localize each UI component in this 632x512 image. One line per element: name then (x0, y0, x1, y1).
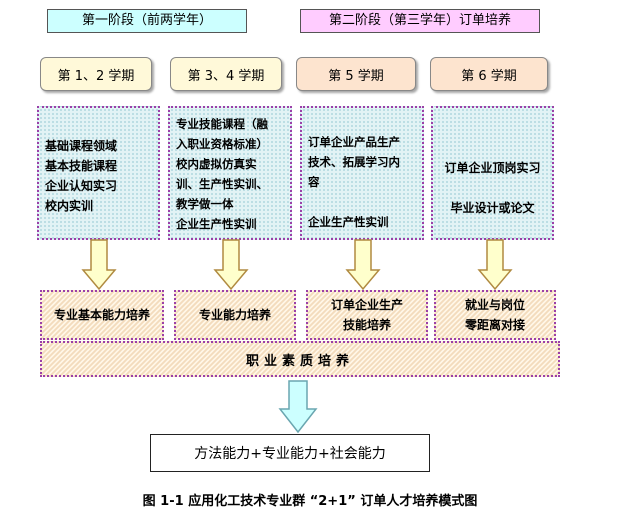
caption-label: 图 1-1 应用化工技术专业群 “2+1” 订单人才培养模式图 (142, 494, 478, 509)
ability-1-line-1: 专业基本能力培养 (53, 308, 150, 322)
content-4-line-1 (439, 138, 546, 158)
semester-1-box: 第 1、2 学期 (40, 57, 152, 91)
arrow-down-4 (477, 239, 513, 291)
content-3-line-1: 订单企业产品生产 (308, 135, 400, 149)
arrow-down-1 (81, 239, 117, 291)
stage-2-label: 第二阶段（第三学年）订单培养 (328, 13, 511, 28)
content-box-4: 订单企业顶岗实习 毕业设计或论文 (431, 106, 554, 240)
ability-box-4: 就业与岗位 零距离对接 (434, 290, 556, 340)
content-box-1: 基础课程领域 基本技能课程 企业认知实习 校内实训 (37, 106, 160, 240)
content-2-line-6: 企业生产性实训 (176, 217, 257, 231)
stage-1-label: 第一阶段（前两学年） (81, 13, 212, 28)
ability-3-line-2: 技能培养 (342, 318, 391, 332)
semester-3-box: 第 5 学期 (296, 57, 416, 91)
quality-bar: 职业素质培养 (40, 341, 560, 377)
content-2-line-1: 专业技能课程（融 (176, 117, 268, 131)
ability-box-1: 专业基本能力培养 (40, 290, 164, 340)
semester-4-box: 第 6 学期 (430, 57, 548, 91)
ability-3-line-1: 订单企业生产 (330, 298, 403, 312)
result-label: 方法能力+专业能力+社会能力 (194, 446, 386, 462)
content-2-line-2: 入职业资格标准） (176, 137, 268, 151)
content-box-3: 订单企业产品生产 技术、拓展学习内 容 企业生产性实训 (300, 106, 424, 240)
content-3-line-2: 技术、拓展学习内 (308, 155, 400, 169)
stage-2-box: 第二阶段（第三学年）订单培养 (300, 9, 540, 33)
content-4-line-3 (439, 178, 546, 198)
semester-2-label: 第 3、4 学期 (187, 68, 265, 84)
ability-box-2: 专业能力培养 (174, 290, 296, 340)
content-2-line-4: 训、生产性实训、 (176, 177, 268, 191)
arrow-down-main (278, 380, 318, 434)
stage-1-box: 第一阶段（前两学年） (47, 9, 247, 33)
ability-2-line-1: 专业能力培养 (198, 308, 271, 322)
content-2-line-3: 校内虚拟仿真实 (176, 157, 257, 171)
semester-3-label: 第 5 学期 (328, 68, 384, 84)
figure-caption: 图 1-1 应用化工技术专业群 “2+1” 订单人才培养模式图 (100, 490, 520, 510)
ability-box-3: 订单企业生产 技能培养 (306, 290, 428, 340)
result-box: 方法能力+专业能力+社会能力 (150, 434, 430, 472)
semester-1-label: 第 1、2 学期 (57, 68, 135, 84)
content-1-line-3: 企业认知实习 (45, 179, 118, 193)
arrow-down-2 (213, 239, 249, 291)
semester-4-label: 第 6 学期 (461, 68, 517, 84)
content-box-2: 专业技能课程（融 入职业资格标准） 校内虚拟仿真实 训、生产性实训、 教学做一体… (168, 106, 292, 240)
content-1-line-4: 校内实训 (45, 199, 94, 213)
arrow-down-3 (345, 239, 381, 291)
content-4-line-4: 毕业设计或论文 (450, 201, 535, 215)
content-3-line-3: 容 (308, 175, 320, 189)
content-4-line-2: 订单企业顶岗实习 (444, 161, 541, 175)
semester-2-box: 第 3、4 学期 (170, 57, 282, 91)
ability-4-line-1: 就业与岗位 (464, 298, 525, 312)
content-3-line-4 (308, 192, 416, 212)
quality-label: 职业素质培养 (245, 353, 354, 369)
ability-4-line-2: 零距离对接 (464, 318, 525, 332)
content-1-line-2: 基本技能课程 (45, 159, 118, 173)
content-2-line-5: 教学做一体 (176, 197, 234, 211)
content-1-line-1: 基础课程领域 (45, 139, 118, 153)
content-3-line-5: 企业生产性实训 (308, 215, 389, 229)
